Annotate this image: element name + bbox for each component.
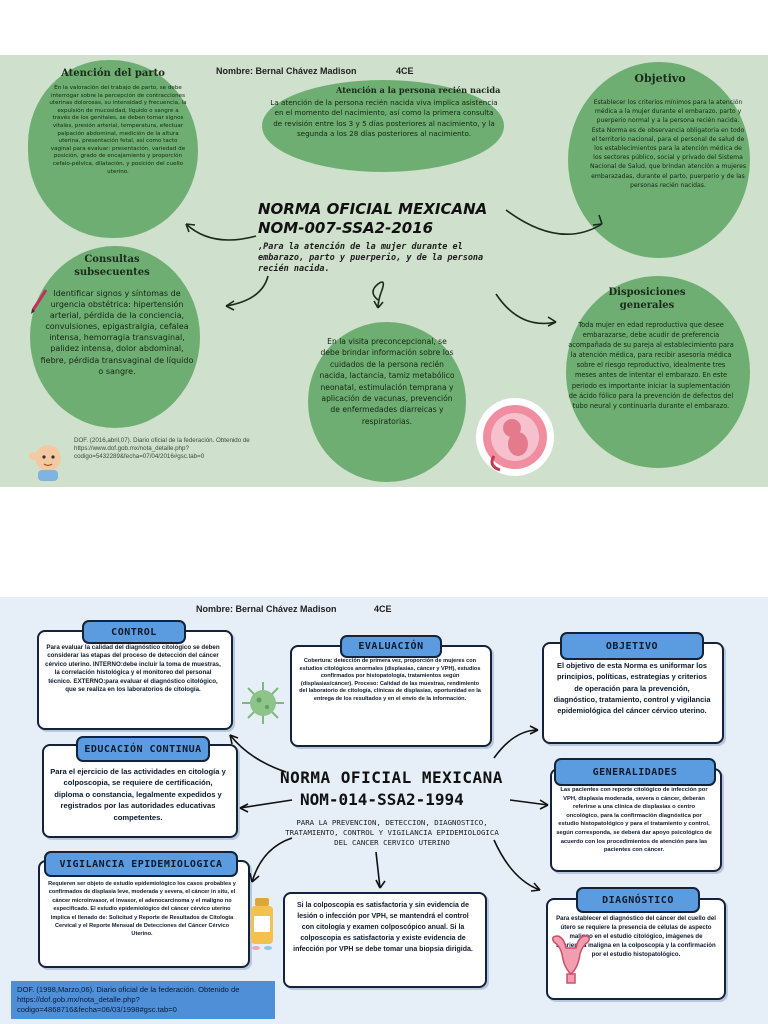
nom014-title-line2: NOM-014-SSA2-1994	[300, 790, 464, 809]
nom007-reference: DOF. (2016,abril,07). Diario oficial de …	[74, 437, 250, 460]
tab-diagnostico: DIAGNÓSTICO	[576, 887, 700, 913]
visita-text: En la visita preconcepcional, se debe br…	[319, 337, 455, 426]
nom014-subtitle: PARA LA PREVENCION, DETECCION, DIAGNOSTI…	[285, 818, 499, 847]
tab-educacion: EDUCACIÓN CONTINUA	[76, 736, 210, 762]
disposiciones-title: Disposiciones generales	[608, 287, 686, 311]
blob-recien-nacida	[262, 80, 504, 172]
disposiciones-text: Toda mujer en edad reproductiva que dese…	[568, 321, 734, 410]
uterus-icon	[551, 935, 591, 984]
educacion-text: Para el ejercicio de las actividades en …	[50, 767, 226, 822]
card-control	[37, 630, 233, 730]
objetivo-text: Establecer los criterios mínimos para la…	[590, 99, 747, 189]
nom007-title-line1: NORMA OFICIAL MEXICANA	[258, 200, 488, 218]
arrow-to-parto-icon	[185, 209, 603, 327]
tab-control: CONTROL	[82, 620, 186, 644]
student-group-2: 4CE	[374, 604, 392, 614]
tab-evaluacion: EVALUACIÓN	[340, 635, 442, 658]
nom007-subtitle: ,Para la atención de la mujer durante el…	[258, 242, 484, 274]
colposcopia-text: Si la colposcopia es satisfactoria y sin…	[293, 902, 473, 954]
baby-icon	[29, 445, 61, 481]
tab-vigilancia: VIGILANCIA EPIDEMIOLOGICA	[44, 851, 238, 877]
recien-nacida-title: Atención a la persona recién nacida	[336, 85, 501, 95]
evaluacion-text: Cobertura: detección de primera vez, pro…	[299, 658, 481, 702]
blob-atencion-parto	[28, 60, 198, 238]
card-colposcopia	[283, 892, 487, 988]
virus-icon	[242, 682, 284, 724]
blob-disposiciones	[566, 276, 750, 468]
blob-visita	[308, 322, 466, 482]
vigilancia-text: Requieren ser objeto de estudio epidemio…	[48, 881, 236, 938]
blob-consultas	[30, 246, 200, 428]
nom014-title-line1: NORMA OFICIAL MEXICANA	[280, 768, 503, 787]
generalidades-text: Las pacientes con reporte citológico de …	[556, 787, 712, 854]
consultas-title: Consultas subsecuentes	[74, 254, 150, 278]
medicine-bottle-icon	[251, 898, 273, 950]
tab-objetivo-2: OBJETIVO	[560, 632, 704, 660]
nom014-reference: DOF. (1998,Marzo,06). Diario oficial de …	[11, 981, 275, 1019]
atencion-parto-title: Atención del parto	[61, 68, 165, 79]
diagnostico-text: Para establecer el diagnóstico del cánce…	[556, 915, 716, 959]
tab-generalidades: GENERALIDADES	[554, 758, 716, 786]
objetivo-title: Objetivo	[634, 72, 686, 85]
pencil-icon	[31, 289, 48, 314]
objetivo-2-text: El objetivo de esta Norma es uniformar l…	[553, 661, 711, 716]
recien-nacida-text: La atención de la persona recién nacida …	[270, 98, 498, 139]
student-name-2: Nombre: Bernal Chávez Madison	[196, 604, 337, 614]
consultas-text: Identificar signos y síntomas de urgenci…	[40, 289, 194, 376]
fetus-womb-icon	[476, 398, 554, 476]
nom007-title-line2: NOM-007-SSA2-2016	[258, 219, 434, 237]
card-vigilancia	[38, 860, 250, 968]
student-name: Nombre: Bernal Chávez Madison	[216, 66, 357, 76]
control-text: Para evaluar la calidad del diagnóstico …	[45, 644, 221, 694]
atencion-parto-text: En la valoración del trabajo de parto, s…	[49, 85, 187, 175]
student-group: 4CE	[396, 66, 414, 76]
